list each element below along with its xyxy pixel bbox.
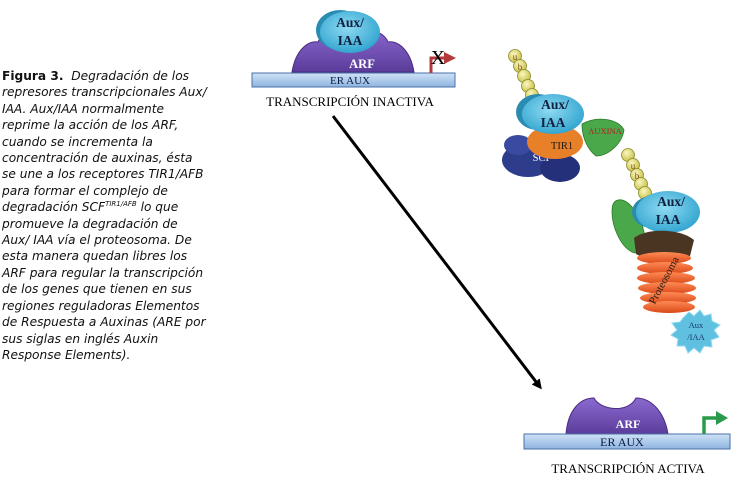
arf-label-inactive: ARF [349,57,375,71]
aux-iaa-label-line1-inactive: Aux/ [336,15,364,30]
aux-iaa-label-line2-inactive: IAA [338,33,363,48]
ubiquitin-letter-b: b [518,62,523,72]
scf-label: SCF [533,153,552,164]
aux-iaa-label-line1-proteasome: Aux/ [657,194,685,209]
promoter-flag-off [429,52,456,73]
proteasome-group: u b Aux/ IAA Proteosoma Aux /IAA [611,148,721,354]
promoter-arrow-on [702,411,728,434]
degraded-aux-iaa-fragment: Aux /IAA [670,309,721,354]
er-aux-bar-inactive [251,72,456,88]
tir1-protein [527,125,583,159]
scf-protein-upper [504,135,532,155]
transition-arrow [331,115,542,390]
ubiquitin-letter-u: u [513,52,518,62]
ubiquitin-letter-b-2: b [635,171,640,181]
aux-iaa-protein-complex [522,94,584,134]
auxina-label: AUXINA [588,126,622,136]
proteasome-discs [637,252,696,313]
caption-label: Figura 3. [2,69,64,83]
active-complex: ARF ER AUX TRANSCRIPCIÓN ACTIVA [523,397,731,476]
caption-text-continued: lo que promueve la degradación de Aux/ I… [2,200,206,362]
er-aux-bar-active [523,433,731,450]
aux-iaa-protein-proteasome [636,191,700,233]
fragment-label-line2: /IAA [687,332,705,342]
arf-protein-active [565,397,669,435]
caption-superscript: TIR1/AFB [105,200,137,209]
tir1-label: TIR1 [551,141,573,152]
inactive-complex: Aux/ IAA ARF ER AUX X TRANSCRIPCIÓN INAC… [251,10,456,109]
figure-caption: Figura 3. Degradación de los represores … [2,68,207,363]
aux-iaa-protein-inactive [320,11,380,53]
aux-iaa-label-line2-complex: IAA [541,115,566,130]
scf-protein-lower [540,154,580,182]
er-aux-label-inactive: ER AUX [330,75,370,87]
arf-label-active: ARF [616,417,641,431]
er-aux-label-active: ER AUX [600,435,644,449]
scf-tir1-complex: u b SCF TIR1 AUXINA Aux/ IAA [502,49,625,182]
ubiquitin-letter-u-2: u [631,161,636,171]
ubiquitin-chain-1: u b [508,49,539,102]
aux-iaa-label-line2-proteasome: IAA [656,212,681,227]
title-inactive: TRANSCRIPCIÓN INACTIVA [266,94,434,109]
blocked-mark: X [431,47,446,69]
title-active: TRANSCRIPCIÓN ACTIVA [551,461,705,476]
caption-text: Degradación de los represores transcripc… [2,69,207,215]
auxina-protein [581,118,625,157]
fragment-label-line1: Aux [689,320,704,330]
aux-iaa-label-line1-complex: Aux/ [541,97,569,112]
